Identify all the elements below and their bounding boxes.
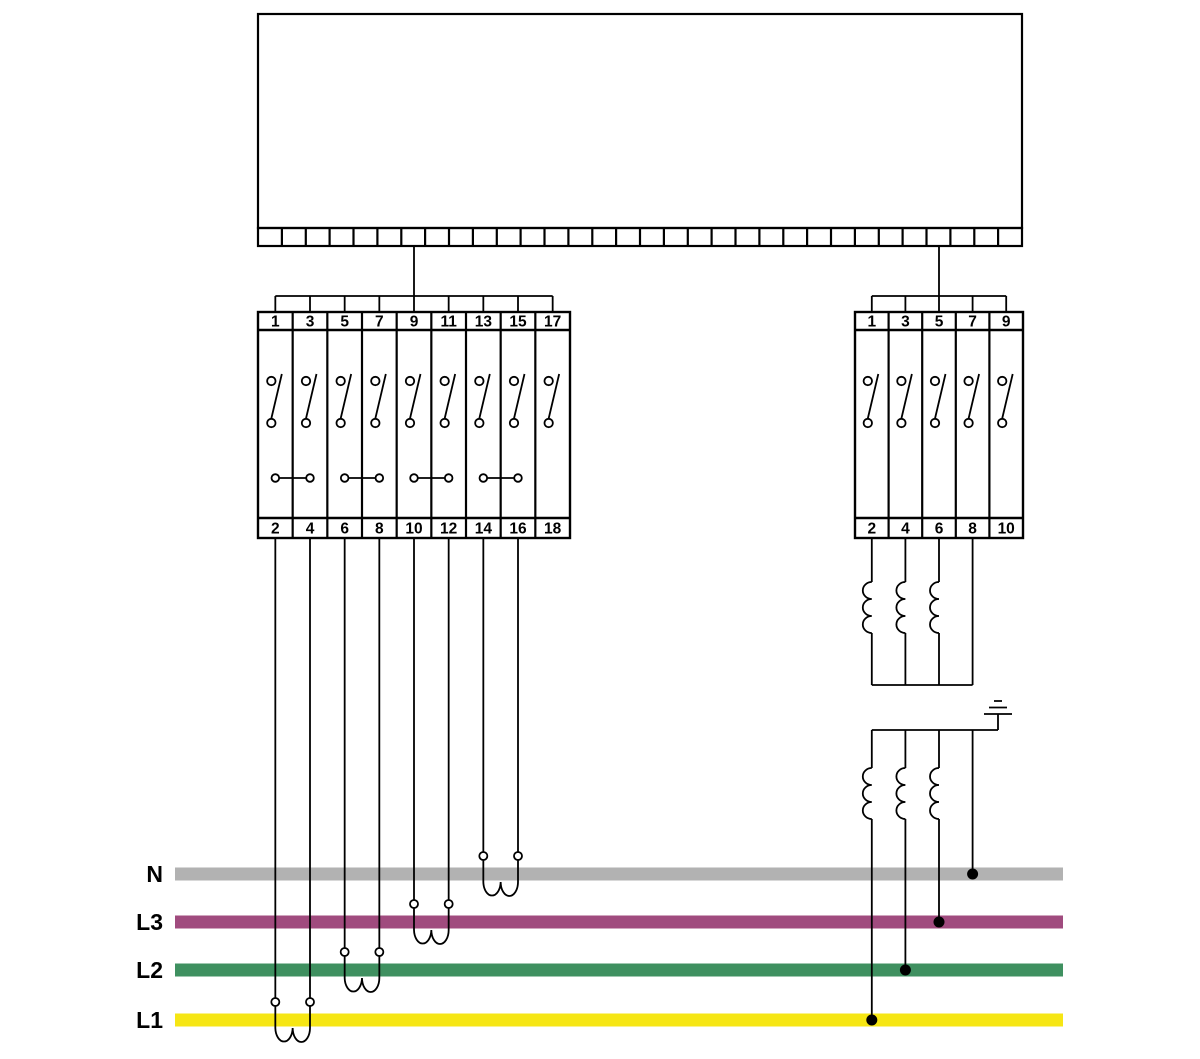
disconnect-switch — [508, 373, 526, 429]
winding-coil — [895, 581, 907, 634]
terminal-number: 13 — [475, 314, 493, 331]
terminal-number: 7 — [375, 314, 384, 331]
terminal-number: 11 — [440, 314, 457, 331]
junction-dot-L1 — [866, 1014, 878, 1026]
disconnect-switch — [300, 373, 318, 429]
junction-dot-L3 — [933, 916, 945, 928]
terminal-number: 8 — [375, 521, 384, 538]
terminal-number: 2 — [271, 521, 280, 538]
terminal-number: 9 — [410, 314, 419, 331]
disconnect-switch — [862, 373, 880, 429]
terminal-number: 17 — [544, 314, 561, 331]
winding-coil — [929, 581, 940, 634]
bus-lines: N L3 L2 L1 — [136, 861, 1063, 1033]
bus-N — [175, 867, 1063, 881]
primary-wires — [870, 729, 998, 1020]
left-terminal-block: 1 3 5 7 9 11 13 15 17 2 4 6 8 10 12 14 1… — [256, 310, 572, 540]
winding-coil — [895, 767, 907, 820]
terminal-number: 10 — [405, 521, 422, 538]
right-block-number-rows — [855, 328, 1023, 520]
disconnect-switch — [404, 373, 422, 429]
ct-secondary-wires — [274, 538, 519, 998]
disconnect-switch — [474, 373, 491, 429]
controller-device — [256, 12, 1024, 248]
right-block-top-numbers: 1 3 5 7 9 — [867, 314, 1010, 331]
winding-coil — [861, 581, 873, 634]
terminal-number: 4 — [306, 521, 315, 538]
terminal-number: 7 — [968, 314, 977, 331]
left-block-top-numbers: 1 3 5 7 9 11 13 15 17 — [271, 314, 561, 331]
left-block-disconnect-switches — [266, 373, 561, 429]
cable-harness-right — [870, 246, 1008, 312]
right-block-column-dividers — [887, 312, 991, 538]
terminal-number: 2 — [867, 521, 876, 538]
terminal-number: 12 — [440, 521, 457, 538]
earth-ground-icon — [984, 700, 1012, 730]
controller-outline — [256, 12, 1024, 230]
terminal-number: 6 — [935, 521, 944, 538]
bus-label-N: N — [146, 861, 163, 887]
left-block-column-dividers — [291, 312, 537, 538]
left-ct-wiring — [270, 538, 523, 1043]
winding-coil — [861, 767, 873, 820]
bus-L3 — [175, 915, 1063, 929]
bus-L2 — [175, 963, 1063, 977]
secondary-wires — [870, 538, 974, 686]
terminal-number: 8 — [968, 521, 977, 538]
junction-dot-N — [967, 868, 979, 880]
junction-dot-L2 — [899, 964, 911, 976]
terminal-number: 1 — [867, 314, 876, 331]
disconnect-switch — [543, 373, 561, 429]
left-block-bottom-numbers: 2 4 6 8 10 12 14 16 18 — [271, 521, 562, 538]
disconnect-switch — [896, 373, 913, 429]
bus-label-L2: L2 — [136, 957, 163, 983]
cable-harness-left — [274, 246, 554, 312]
bus-label-L3: L3 — [136, 909, 163, 935]
terminal-number: 3 — [901, 314, 910, 331]
disconnect-switch — [439, 373, 457, 429]
right-block-bottom-numbers: 2 4 6 8 10 — [867, 521, 1014, 538]
terminal-number: 18 — [544, 521, 562, 538]
disconnect-switch — [266, 373, 283, 429]
terminal-number: 4 — [901, 521, 910, 538]
left-block-number-rows — [258, 328, 570, 520]
terminal-number: 5 — [935, 314, 944, 331]
terminal-number: 3 — [306, 314, 315, 331]
terminal-number: 6 — [340, 521, 349, 538]
controller-terminal-strip-dividers — [280, 228, 1000, 246]
bus-L1 — [175, 1013, 1063, 1027]
winding-coil — [929, 767, 940, 820]
disconnect-switch — [335, 373, 353, 429]
right-terminal-block: 1 3 5 7 9 2 4 6 8 10 — [853, 310, 1025, 540]
terminal-number: 1 — [271, 314, 280, 331]
disconnect-switch — [997, 373, 1014, 429]
terminal-number: 15 — [509, 314, 527, 331]
disconnect-switch — [963, 373, 980, 429]
terminal-number: 9 — [1002, 314, 1011, 331]
terminal-number: 10 — [998, 521, 1015, 538]
terminal-number: 14 — [475, 521, 493, 538]
bus-label-L1: L1 — [136, 1007, 163, 1033]
disconnect-switch — [370, 373, 387, 429]
cable-right-wires — [870, 246, 1008, 312]
cable-left-wires — [274, 246, 554, 312]
disconnect-switch — [929, 373, 947, 429]
terminal-number: 16 — [509, 521, 527, 538]
terminal-number: 5 — [340, 314, 349, 331]
right-secondary-winding-group — [861, 538, 974, 686]
right-primary-winding-group — [861, 700, 1012, 1026]
